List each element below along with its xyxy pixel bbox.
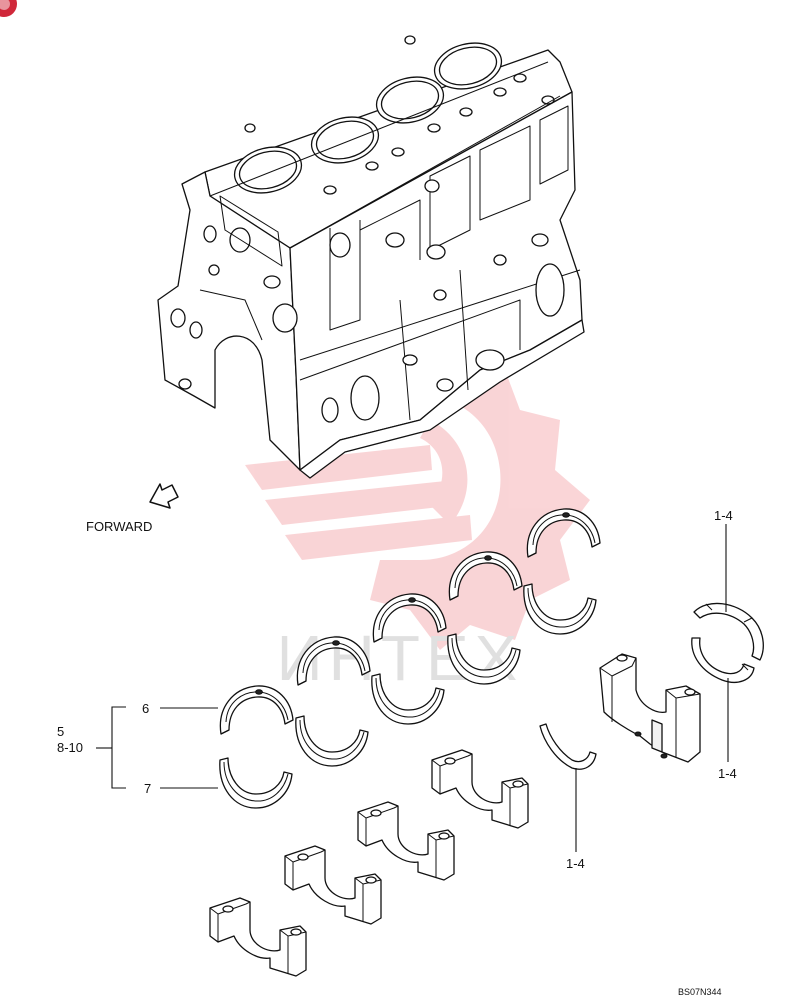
thrust-washers <box>539 602 764 770</box>
bearing-cap-1 <box>209 897 307 977</box>
callout-labels: 6 7 5 8-10 1-4 1-4 1-4 <box>57 508 737 871</box>
forward-arrow-icon <box>149 483 179 509</box>
callout-upper-shell: 6 <box>142 701 149 716</box>
lower-shell-2 <box>295 715 369 767</box>
bearing-cap-3 <box>357 801 455 881</box>
bearing-cap-4 <box>431 749 529 829</box>
callout-washer-right: 1-4 <box>718 766 737 781</box>
callout-washer-top: 1-4 <box>714 508 733 523</box>
rear-bearing-cap <box>599 653 701 763</box>
lower-shell-1 <box>219 757 293 809</box>
watermark: ИНТЕХ <box>245 340 590 694</box>
cylinder-block <box>157 35 585 479</box>
forward-indicator: FORWARD <box>86 483 179 534</box>
callout-group-main: 5 <box>57 724 64 739</box>
main-bearing-caps <box>209 749 529 977</box>
watermark-gear-icon <box>245 340 590 650</box>
thrust-washer-upper <box>693 602 764 661</box>
brand-badge-icon <box>0 0 17 17</box>
bearing-cap-2 <box>284 845 382 925</box>
callout-lines <box>96 524 729 852</box>
figure-code: BS07N344 <box>678 987 722 997</box>
thrust-washer-lower <box>539 723 597 770</box>
callout-washer-bottom: 1-4 <box>566 856 585 871</box>
callout-lower-shell: 7 <box>144 781 151 796</box>
callout-group-range: 8-10 <box>57 740 83 755</box>
forward-label: FORWARD <box>86 519 152 534</box>
thrust-washer-lower-right <box>691 637 755 683</box>
